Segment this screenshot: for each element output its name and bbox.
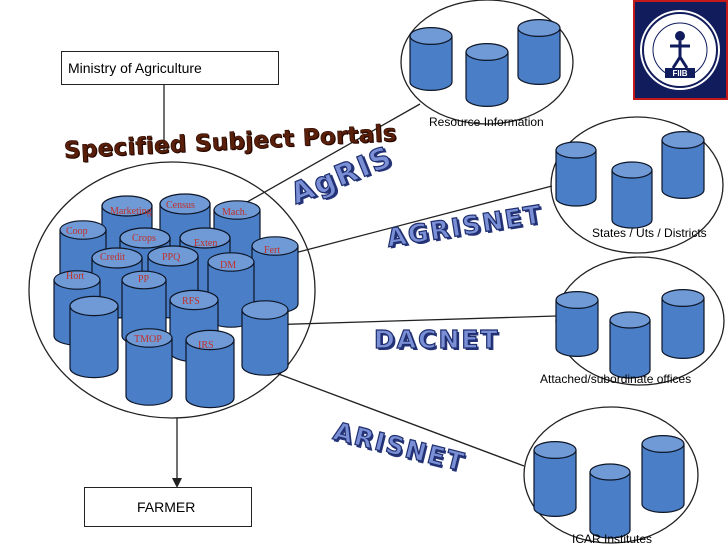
group-database-icon [517,19,561,85]
group-database-icon [555,141,597,207]
states-group [550,116,724,254]
group-database-icon [589,463,631,539]
portal-db-label: TMOP [134,334,162,345]
group-database-icon [661,131,705,199]
group-database-icon [409,27,453,91]
group-database-icon [611,161,653,229]
attached-offices-label: Attached/subordinate offices [540,372,691,386]
portal-db-label: Exten [194,238,217,249]
ministry-box: Ministry of Agriculture [61,51,279,85]
portal-db-label: PP [138,274,150,285]
portal-database-icon [125,328,173,406]
farmer-label: FARMER [137,499,196,515]
group-database-icon [641,435,685,513]
fiib-logo-icon: FIIB [633,0,728,100]
portal-db-label: Marketing [110,206,152,217]
portal-db-label: Crops [132,233,156,244]
agris-link [225,103,421,215]
group-database-icon [555,291,599,357]
arisnet-link [267,369,525,467]
portal-database-icon [241,300,289,376]
dacnet-wordart: DACNET [373,324,500,354]
portal-db-label: Mach. [222,207,247,218]
icar-label: ICAR Institutes [572,532,652,546]
portal-db-label: RFS [182,296,200,307]
ministry-label: Ministry of Agriculture [68,60,202,76]
svg-text:FIIB: FIIB [672,69,687,78]
resource-information-group [400,0,574,125]
logo-seal-icon: FIIB [640,10,720,90]
farmer-box: FARMER [84,487,252,527]
portal-db-label: Census [166,200,195,211]
portal-db-label: Credit [100,252,125,263]
portal-db-label: Fert [264,245,280,256]
portal-database-icon [69,295,119,379]
group-database-icon [661,289,705,359]
portal-db-label: Coop [66,226,88,237]
portal-db-label: Hort [66,271,85,282]
states-label: States / Uts / Districts [592,226,707,240]
group-database-icon [465,42,509,107]
portal-db-label: DM [220,260,236,271]
group-database-icon [533,441,577,517]
portal-db-label: IRS [198,340,214,351]
group-database-icon [609,311,651,379]
portals-ellipse [28,161,316,419]
farmer-arrowhead [172,478,182,488]
portal-database-icon [185,329,235,409]
icar-group [523,406,699,544]
resource-information-label: Resource Information [429,115,544,129]
portal-db-label: PPQ [162,252,181,263]
